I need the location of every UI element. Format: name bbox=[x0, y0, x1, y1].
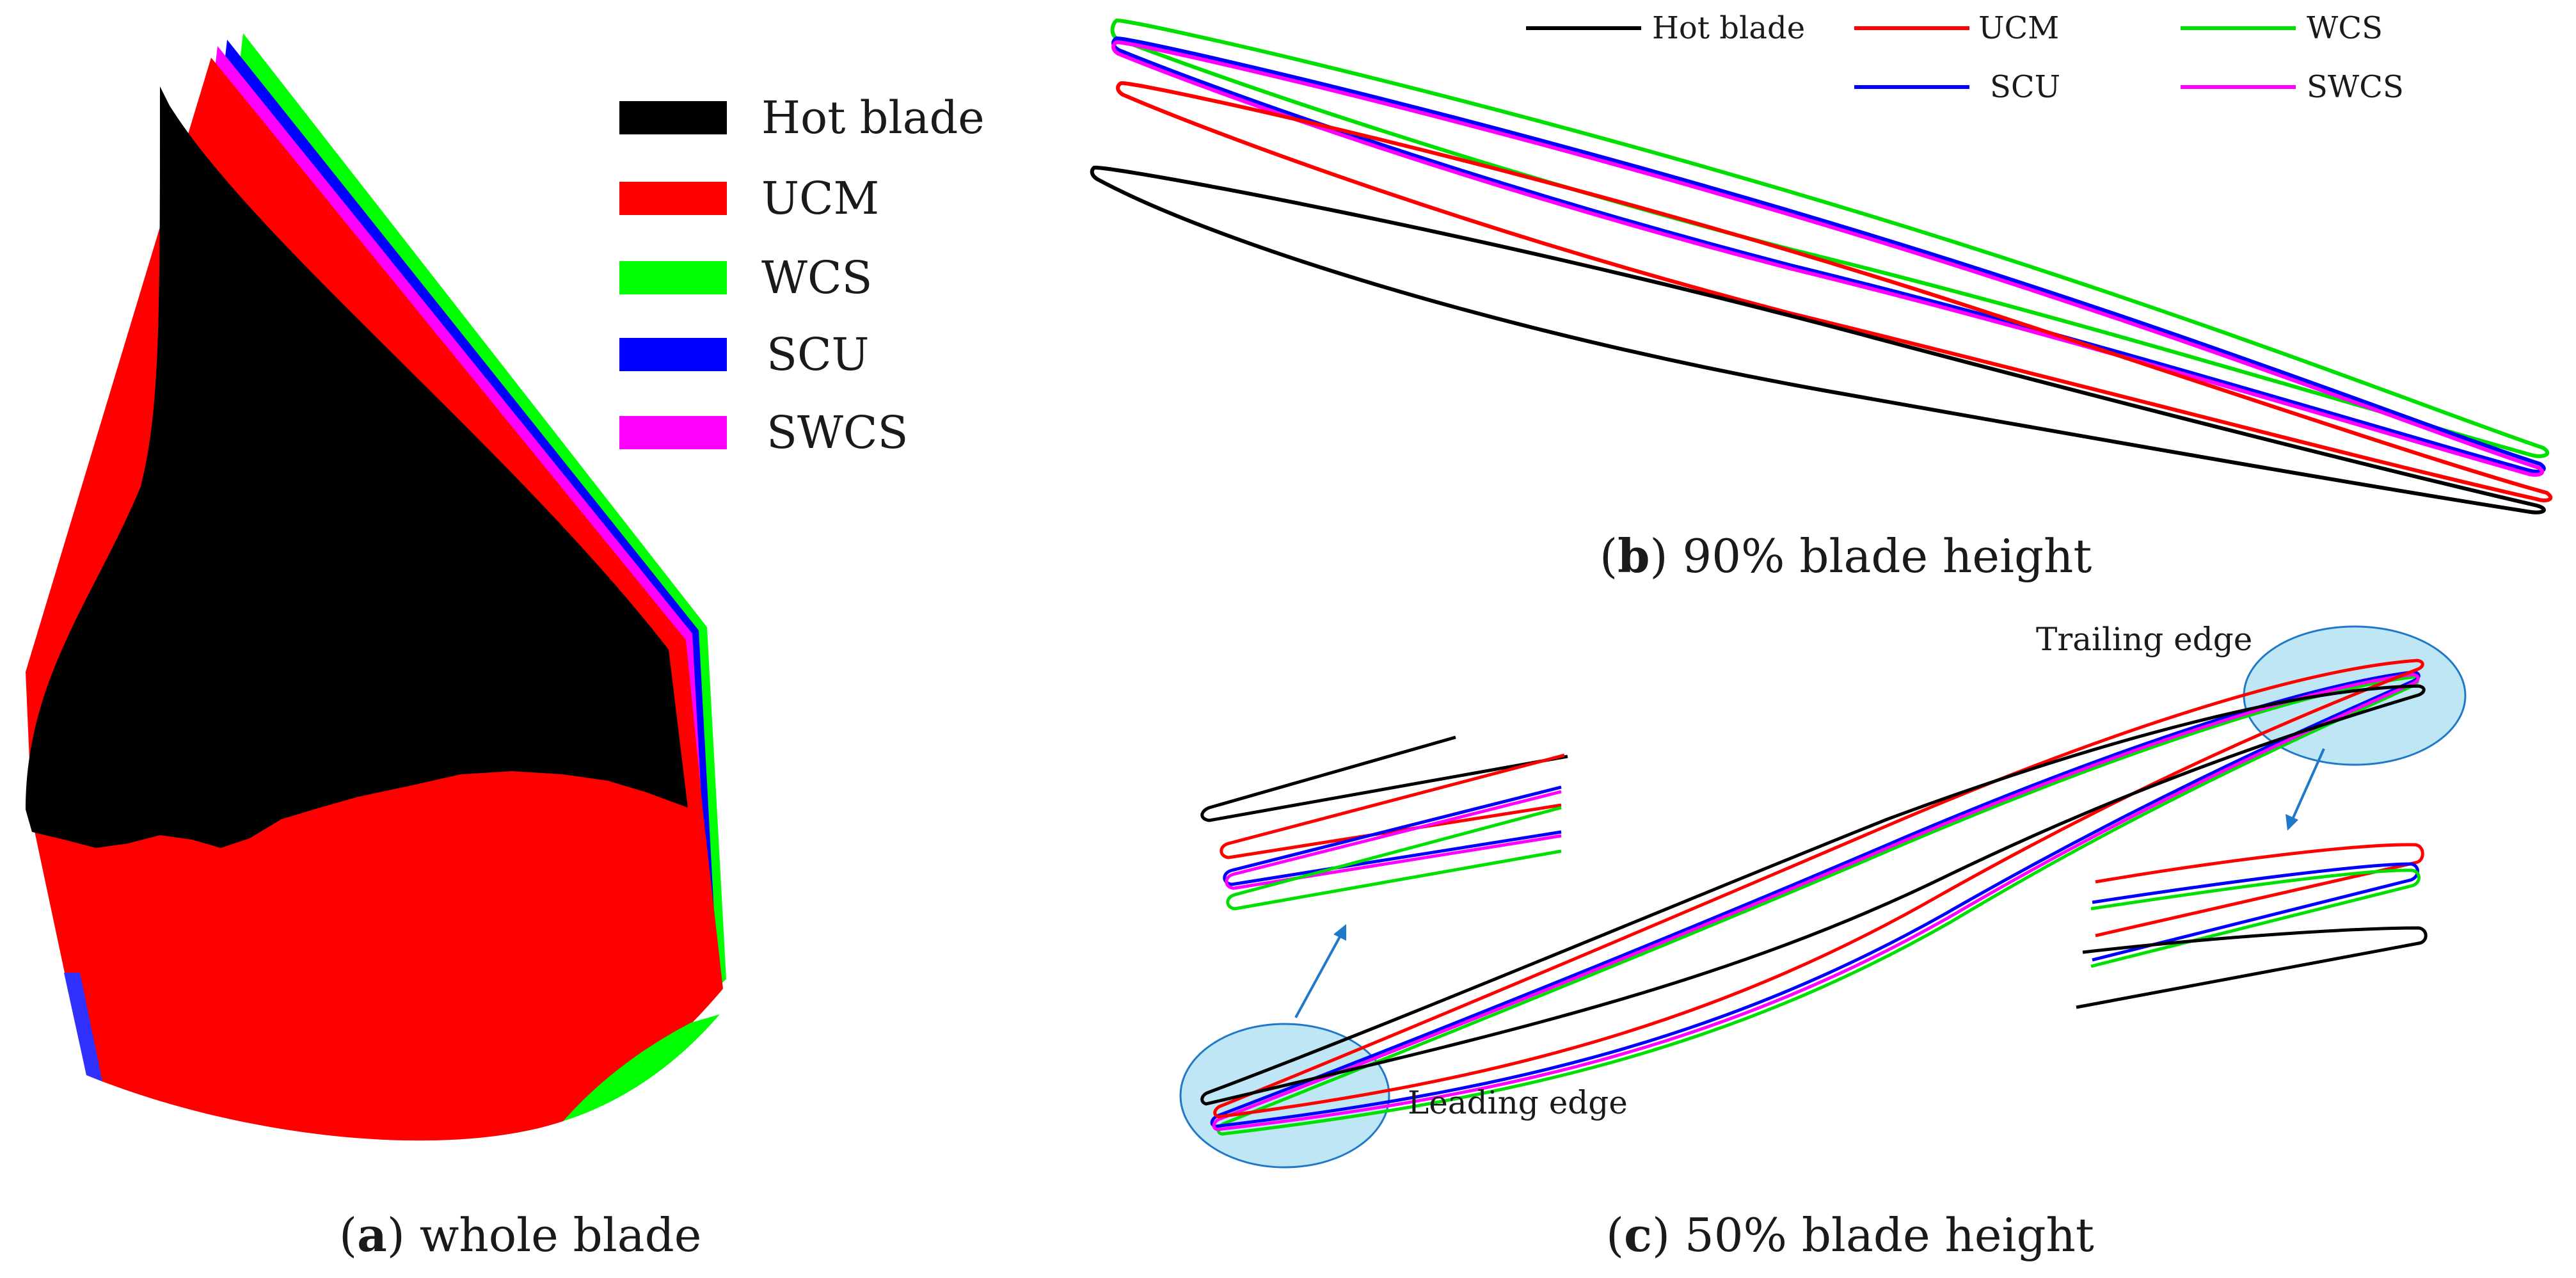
blade-green-patch bbox=[563, 1014, 720, 1121]
legend-a-label-swcs: SWCS bbox=[767, 406, 908, 459]
caption-c: (c) 50% blade height bbox=[1606, 1208, 2094, 1262]
inset-te-hot-blade bbox=[2076, 926, 2428, 1009]
blade-blue-fringe bbox=[64, 973, 102, 1082]
panel-a-whole-blade: Hot blade UCM WCS SCU SWCS (a) whole bla… bbox=[26, 33, 985, 1262]
inset-le-scu bbox=[1223, 785, 1562, 886]
arrow-head-icon bbox=[1333, 924, 1346, 941]
arrow-head-icon bbox=[2286, 814, 2298, 831]
profile-c-hot-blade bbox=[1200, 684, 2426, 1106]
legend-b-label-hot-blade: Hot blade bbox=[1652, 10, 1805, 46]
legend-b-label-ucm: UCM bbox=[1978, 10, 2059, 46]
legend-a-label-wcs: WCS bbox=[761, 252, 872, 304]
caption-a: (a) whole blade bbox=[339, 1208, 701, 1262]
legend-a-swatch-hot-blade bbox=[619, 101, 727, 134]
label-trailing-edge: Trailing edge bbox=[2036, 621, 2252, 658]
legend-b-label-swcs: SWCS bbox=[2307, 69, 2404, 105]
blade-layer-hot bbox=[26, 86, 688, 848]
legend-a-swatch-ucm bbox=[619, 182, 727, 215]
profile-c-swcs bbox=[1212, 673, 2420, 1131]
legend-a-swatch-wcs bbox=[619, 261, 727, 294]
arrow-trailing-edge bbox=[2286, 748, 2325, 831]
profile-b-hot-blade bbox=[1090, 165, 2546, 515]
legend-b: Hot blade UCM WCS SCU SWCS bbox=[1526, 10, 2404, 105]
inset-le-wcs bbox=[1226, 806, 1562, 911]
legend-a-label-hot-blade: Hot blade bbox=[761, 92, 985, 144]
caption-b: (b) 90% blade height bbox=[1600, 529, 2092, 583]
legend-b-label-scu: SCU bbox=[1990, 69, 2060, 105]
inset-le-ucm bbox=[1220, 753, 1565, 859]
arrow-leading-edge bbox=[1294, 924, 1346, 1018]
legend-a-label-scu: SCU bbox=[767, 328, 870, 381]
legend-a-label-ucm: UCM bbox=[761, 172, 879, 225]
trailing-edge-inset bbox=[2076, 843, 2428, 1009]
inset-le-hot-blade bbox=[1200, 735, 1568, 822]
inset-le-swcs bbox=[1225, 790, 1562, 890]
profile-b-ucm bbox=[1116, 81, 2553, 502]
legend-b-label-wcs: WCS bbox=[2307, 10, 2383, 46]
legend-a: Hot blade UCM WCS SCU SWCS bbox=[619, 92, 985, 459]
inset-te-ucm bbox=[2095, 843, 2424, 938]
profile-b-scu bbox=[1111, 36, 2546, 474]
legend-a-swatch-scu bbox=[619, 338, 727, 371]
inset-te-wcs bbox=[2090, 868, 2421, 968]
legend-a-swatch-swcs bbox=[619, 416, 727, 449]
leading-edge-inset bbox=[1200, 735, 1568, 911]
profile-c-wcs bbox=[1216, 675, 2419, 1136]
profile-b-swcs bbox=[1111, 40, 2545, 477]
profile-b-wcs bbox=[1110, 18, 2550, 458]
panel-c-50-percent: Trailing edge Leading edge (c) 50% blade… bbox=[1179, 621, 2467, 1262]
profile-c-ucm bbox=[1213, 659, 2424, 1119]
panel-b-90-percent: Hot blade UCM WCS SCU SWCS (b) 90% blade… bbox=[1090, 10, 2553, 583]
label-leading-edge: Leading edge bbox=[1408, 1084, 1628, 1121]
